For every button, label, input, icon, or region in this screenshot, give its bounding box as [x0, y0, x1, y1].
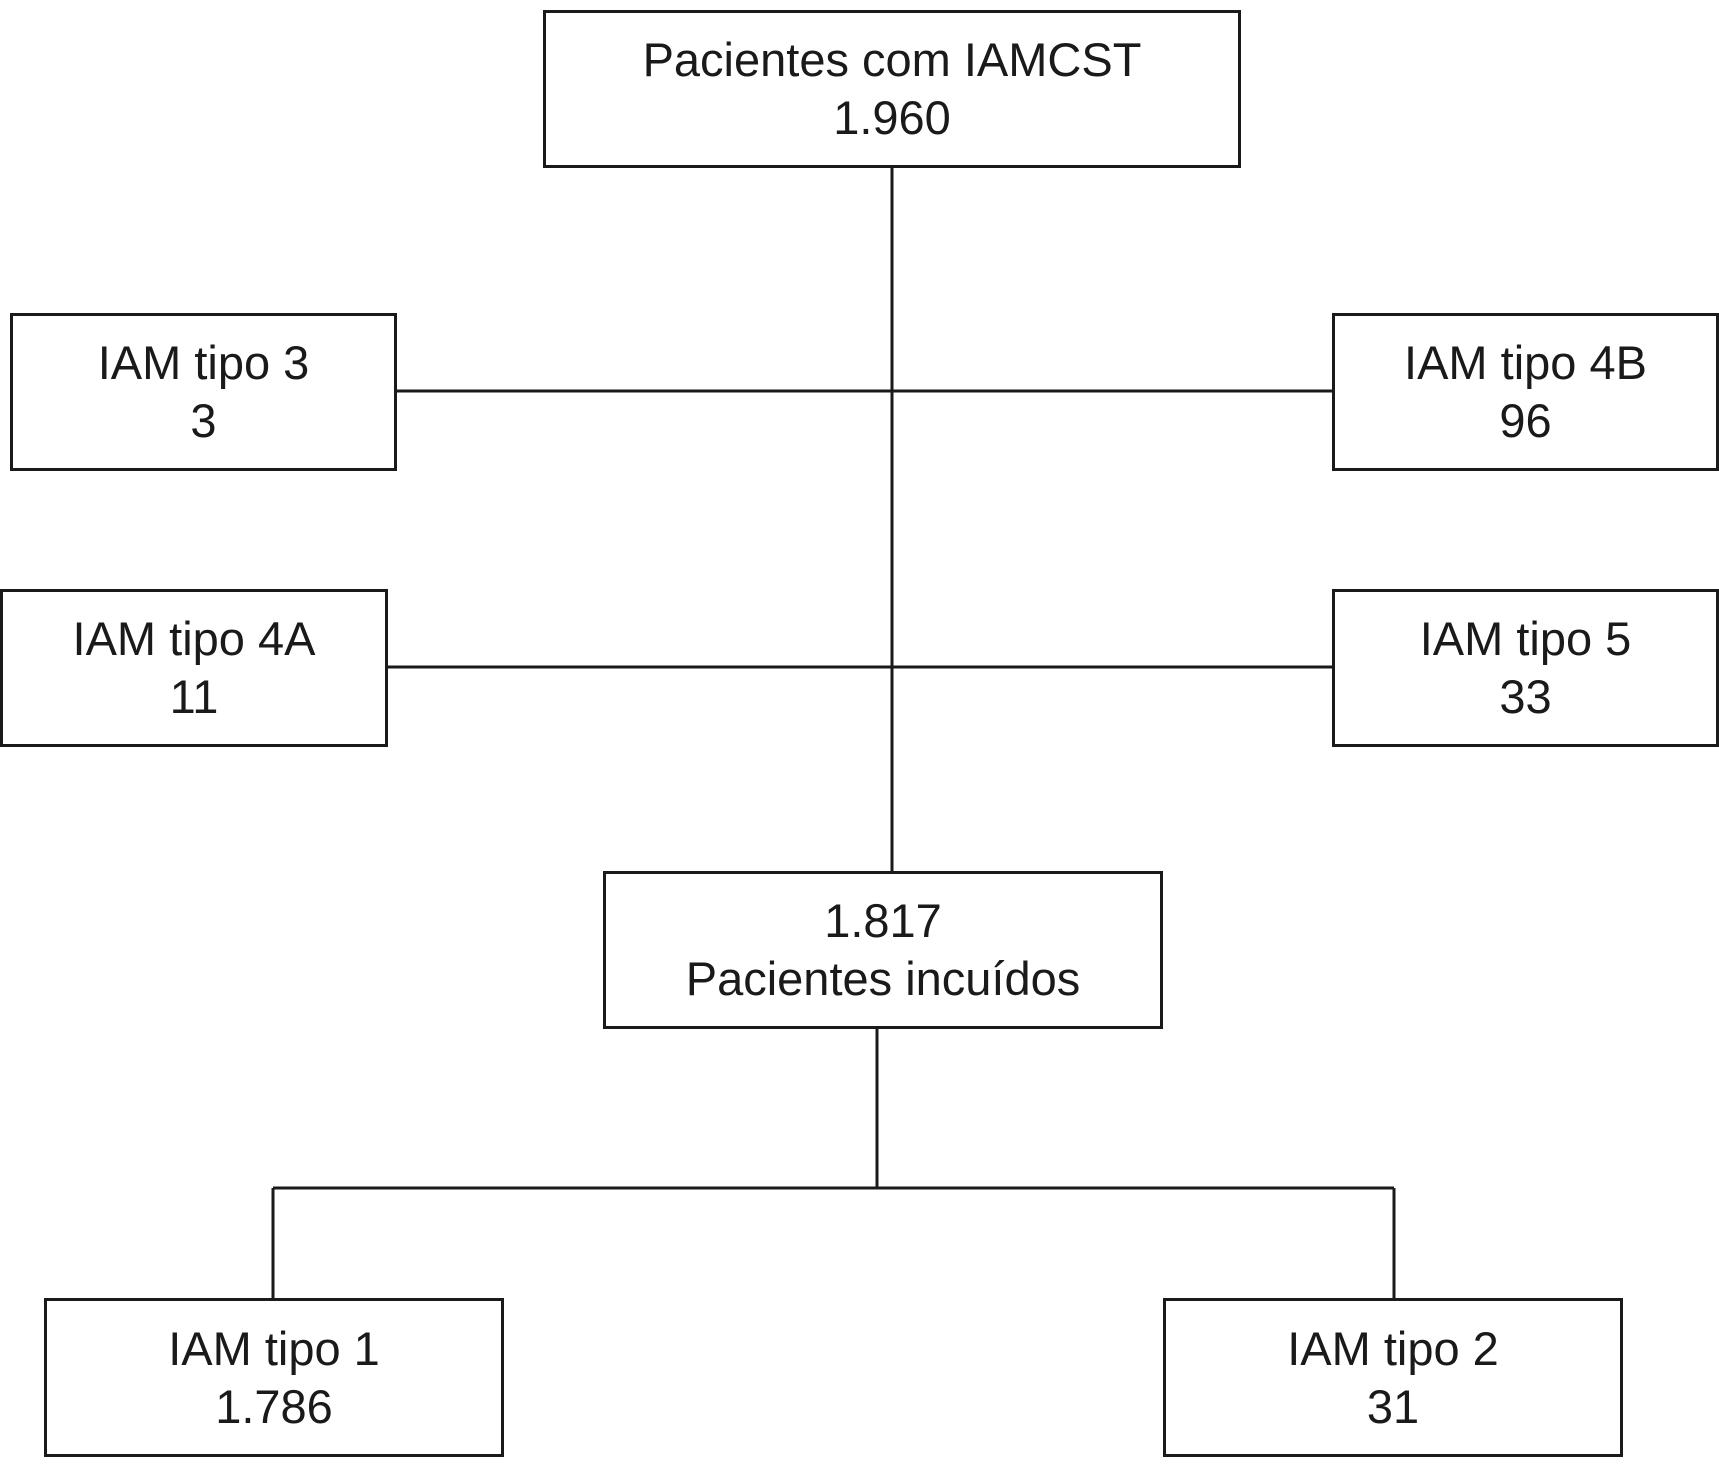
box-ami-type-4b-value: 96 — [1499, 394, 1552, 447]
box-ami-type-4b-label: IAM tipo 4B — [1404, 336, 1647, 389]
box-ami-type-4a-value: 11 — [169, 670, 219, 723]
box-ami-type-4a: IAM tipo 4A 11 — [0, 589, 388, 747]
box-patients-included-value: 1.817 — [824, 894, 942, 947]
box-ami-type-4a-label: IAM tipo 4A — [72, 612, 316, 665]
box-ami-type-5-value: 33 — [1499, 670, 1552, 723]
box-ami-type-1-label: IAM tipo 1 — [168, 1321, 380, 1375]
box-patients-included-label: Pacientes incuídos — [685, 952, 1081, 1005]
box-ami-type-3-value: 3 — [190, 394, 217, 447]
box-patients-stemi-value: 1.960 — [833, 91, 951, 144]
box-ami-type-2: IAM tipo 2 31 — [1163, 1298, 1623, 1457]
box-patients-stemi: Pacientes com IAMCST 1.960 — [543, 10, 1241, 168]
box-ami-type-2-value: 31 — [1366, 1379, 1420, 1433]
box-ami-type-2-label: IAM tipo 2 — [1287, 1321, 1499, 1375]
box-ami-type-1: IAM tipo 1 1.786 — [44, 1298, 504, 1457]
box-patients-included: 1.817 Pacientes incuídos — [603, 871, 1163, 1029]
box-ami-type-1-value: 1.786 — [215, 1379, 333, 1433]
box-ami-type-5: IAM tipo 5 33 — [1332, 589, 1719, 747]
box-ami-type-3-label: IAM tipo 3 — [97, 336, 310, 389]
box-ami-type-3: IAM tipo 3 3 — [10, 313, 397, 471]
box-ami-type-4b: IAM tipo 4B 96 — [1332, 313, 1719, 471]
box-patients-stemi-label: Pacientes com IAMCST — [642, 33, 1142, 86]
box-ami-type-5-label: IAM tipo 5 — [1419, 612, 1632, 665]
